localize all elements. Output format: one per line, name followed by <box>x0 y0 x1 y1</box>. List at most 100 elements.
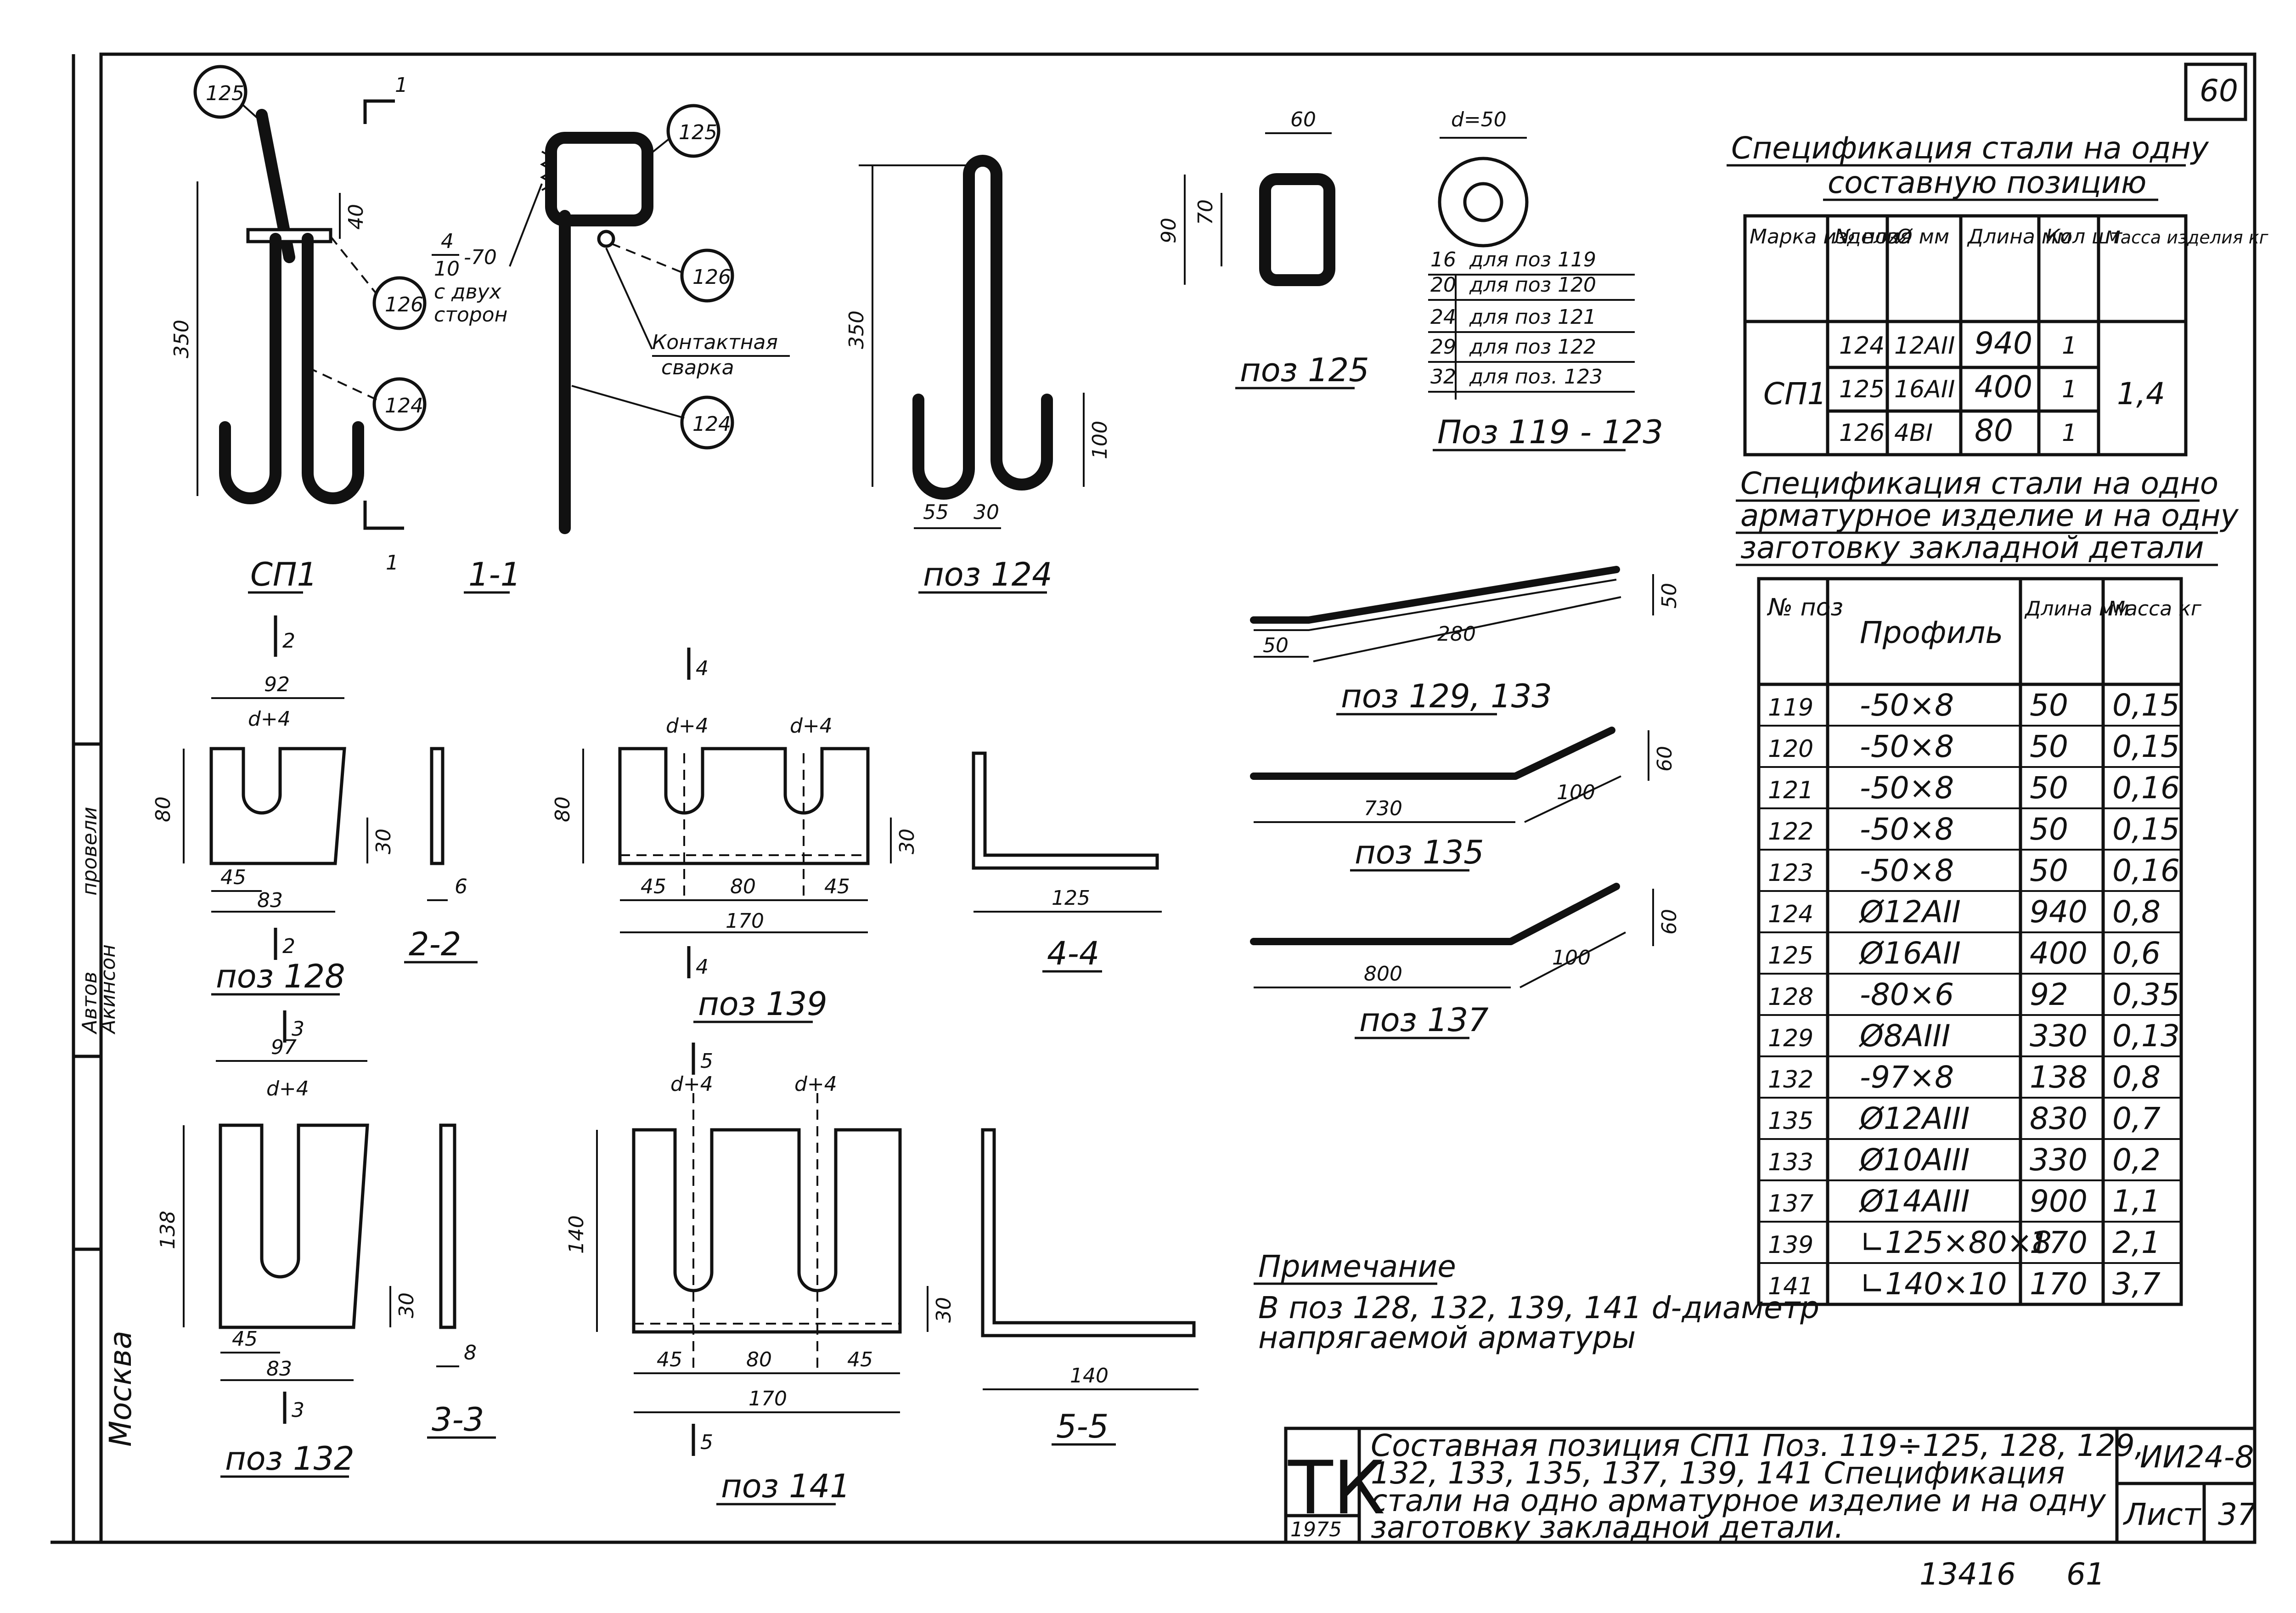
title-block: ТК 1975 Составная позиция СП1 Поз. 119÷1… <box>1284 1427 2257 1545</box>
position-bubble <box>680 248 734 303</box>
plate-126 <box>246 228 332 243</box>
dim-height: 350 <box>845 310 868 349</box>
svg-text:Контактная: Контактная <box>652 331 778 354</box>
spec2-cell-profile: -97×8 <box>1860 1060 1954 1095</box>
position-bubble <box>372 276 427 330</box>
spec2-cell-profile: ∟125×80×8 <box>1860 1225 2052 1260</box>
svg-text:940: 940 <box>1975 326 2032 361</box>
svg-text:70: 70 <box>1194 199 1217 225</box>
svg-text:100: 100 <box>1557 781 1595 804</box>
spec2-cell-mass: 0,8 <box>2112 894 2161 930</box>
spec2-cell-len: 400 <box>2030 936 2088 971</box>
spec1-header: Масса изделия кг <box>2105 227 2269 248</box>
spec2-cell-len: 170 <box>2030 1266 2088 1302</box>
drawing-frame <box>99 52 2257 1544</box>
side-stamp-line: Автов <box>78 971 101 1035</box>
spec2-cell-poz: 128 <box>1768 983 1813 1011</box>
spec2-cell-profile: Ø16АII <box>1858 936 1961 971</box>
svg-text:45: 45 <box>847 1348 873 1371</box>
view-label: 2-2 <box>409 925 461 963</box>
svg-text:45: 45 <box>220 866 246 889</box>
svg-text:d+4: d+4 <box>790 714 833 738</box>
view-label: поз 137 <box>1359 1001 1489 1039</box>
svg-text:30: 30 <box>895 829 919 854</box>
spec2-cell-profile: -50×8 <box>1860 770 1954 806</box>
svg-text:для поз 120: для поз 120 <box>1469 273 1596 297</box>
svg-text:заготовку закладной детали: заготовку закладной детали <box>1740 530 2204 565</box>
spec2-cell-profile: -50×8 <box>1860 688 1954 723</box>
view-poz-125: 60 90 70 поз 125 <box>1157 108 1369 389</box>
svg-text:60: 60 <box>1653 746 1677 772</box>
svg-text:125: 125 <box>206 82 244 105</box>
view-label: поз 129, 133 <box>1341 677 1552 715</box>
side-stamp-line: провели <box>78 807 101 896</box>
svg-text:d+4: d+4 <box>666 714 709 738</box>
spec2-cell-poz: 125 <box>1768 942 1813 970</box>
spec2-cell-mass: 0,13 <box>2112 1018 2180 1054</box>
spec2-cell-profile: -50×8 <box>1860 729 1954 764</box>
svg-text:124: 124 <box>692 412 731 436</box>
view-poz-137: 800 100 60 поз 137 <box>1250 883 1681 1039</box>
svg-text:20: 20 <box>1430 273 1456 297</box>
spec2-header: Профиль <box>1860 615 2003 650</box>
view-label: СП1 <box>250 556 317 593</box>
svg-text:83: 83 <box>266 1357 292 1381</box>
svg-text:126: 126 <box>1839 419 1885 447</box>
spec2-cell-mass: 0,35 <box>2112 977 2180 1012</box>
spec2-cell-poz: 129 <box>1768 1025 1813 1052</box>
spec2-cell-profile: ∟140×10 <box>1860 1266 2007 1302</box>
svg-text:32: 32 <box>1430 365 1456 389</box>
spec2-cell-len: 330 <box>2030 1018 2088 1054</box>
spec2-cell-poz: 139 <box>1768 1231 1813 1259</box>
dim-height: 350 <box>170 320 193 358</box>
svg-text:сторон: сторон <box>434 303 507 327</box>
spec2-cell-profile: Ø12АII <box>1858 894 1961 930</box>
cut-mark: 2 <box>282 935 295 958</box>
position-bubble <box>680 395 734 450</box>
view-label: поз 141 <box>721 1467 850 1505</box>
spec2-cell-poz: 133 <box>1768 1149 1813 1176</box>
svg-text:30: 30 <box>395 1292 418 1318</box>
spec2-cell-mass: 0,16 <box>2112 770 2180 806</box>
spec1-header: № поз <box>1833 225 1898 248</box>
spec2-cell-poz: 132 <box>1768 1066 1813 1094</box>
svg-text:92: 92 <box>264 673 290 696</box>
spec1-title: Спецификация стали на одну <box>1731 130 2209 166</box>
svg-text:12АII: 12АII <box>1894 332 1955 360</box>
spec1-header: Длина мм <box>1967 225 2072 248</box>
spec1-row: 125 16АII 400 1 <box>1839 369 2077 405</box>
position-bubble <box>372 377 427 431</box>
title-desc-line: Составная позиция СП1 Поз. 119÷125, 128,… <box>1371 1428 2144 1463</box>
svg-text:280: 280 <box>1437 622 1476 646</box>
view-label: поз 139 <box>698 985 827 1023</box>
spec2-cell-len: 138 <box>2030 1060 2088 1095</box>
view-sp1: 125 126 124 350 40 1 1 СП1 <box>170 65 427 594</box>
title-desc-line: заготовку закладной детали. <box>1371 1510 1844 1545</box>
view-label: 1-1 <box>468 556 521 593</box>
svg-text:8: 8 <box>464 1341 477 1365</box>
spec2-cell-len: 330 <box>2030 1142 2088 1178</box>
spec2-cell-mass: 0,6 <box>2112 936 2161 971</box>
cut-mark: 1 <box>386 551 399 575</box>
view-poz-139: d+4 d+4 80 30 45 80 45 170 4 4 поз 139 <box>551 648 919 1023</box>
svg-text:125: 125 <box>1052 886 1090 910</box>
view-label: 4-4 <box>1047 935 1099 972</box>
spec2-cell-len: 900 <box>2030 1184 2088 1219</box>
svg-text:для поз 121: для поз 121 <box>1469 305 1596 329</box>
view-poz-128: 92 d+4 80 30 45 83 2 2 поз 128 <box>152 615 395 996</box>
svg-text:для поз. 123: для поз. 123 <box>1469 365 1603 389</box>
spec2-cell-len: 170 <box>2030 1225 2088 1260</box>
svg-text:4BI: 4BI <box>1894 419 1933 447</box>
position-bubble <box>666 104 720 158</box>
svg-text:сварка: сварка <box>661 356 734 379</box>
spec2-cell-profile: -50×8 <box>1860 812 1954 847</box>
svg-text:для поз 119: для поз 119 <box>1469 248 1596 271</box>
svg-text:45: 45 <box>641 875 666 898</box>
spec1-mark: СП1 <box>1763 376 1827 412</box>
